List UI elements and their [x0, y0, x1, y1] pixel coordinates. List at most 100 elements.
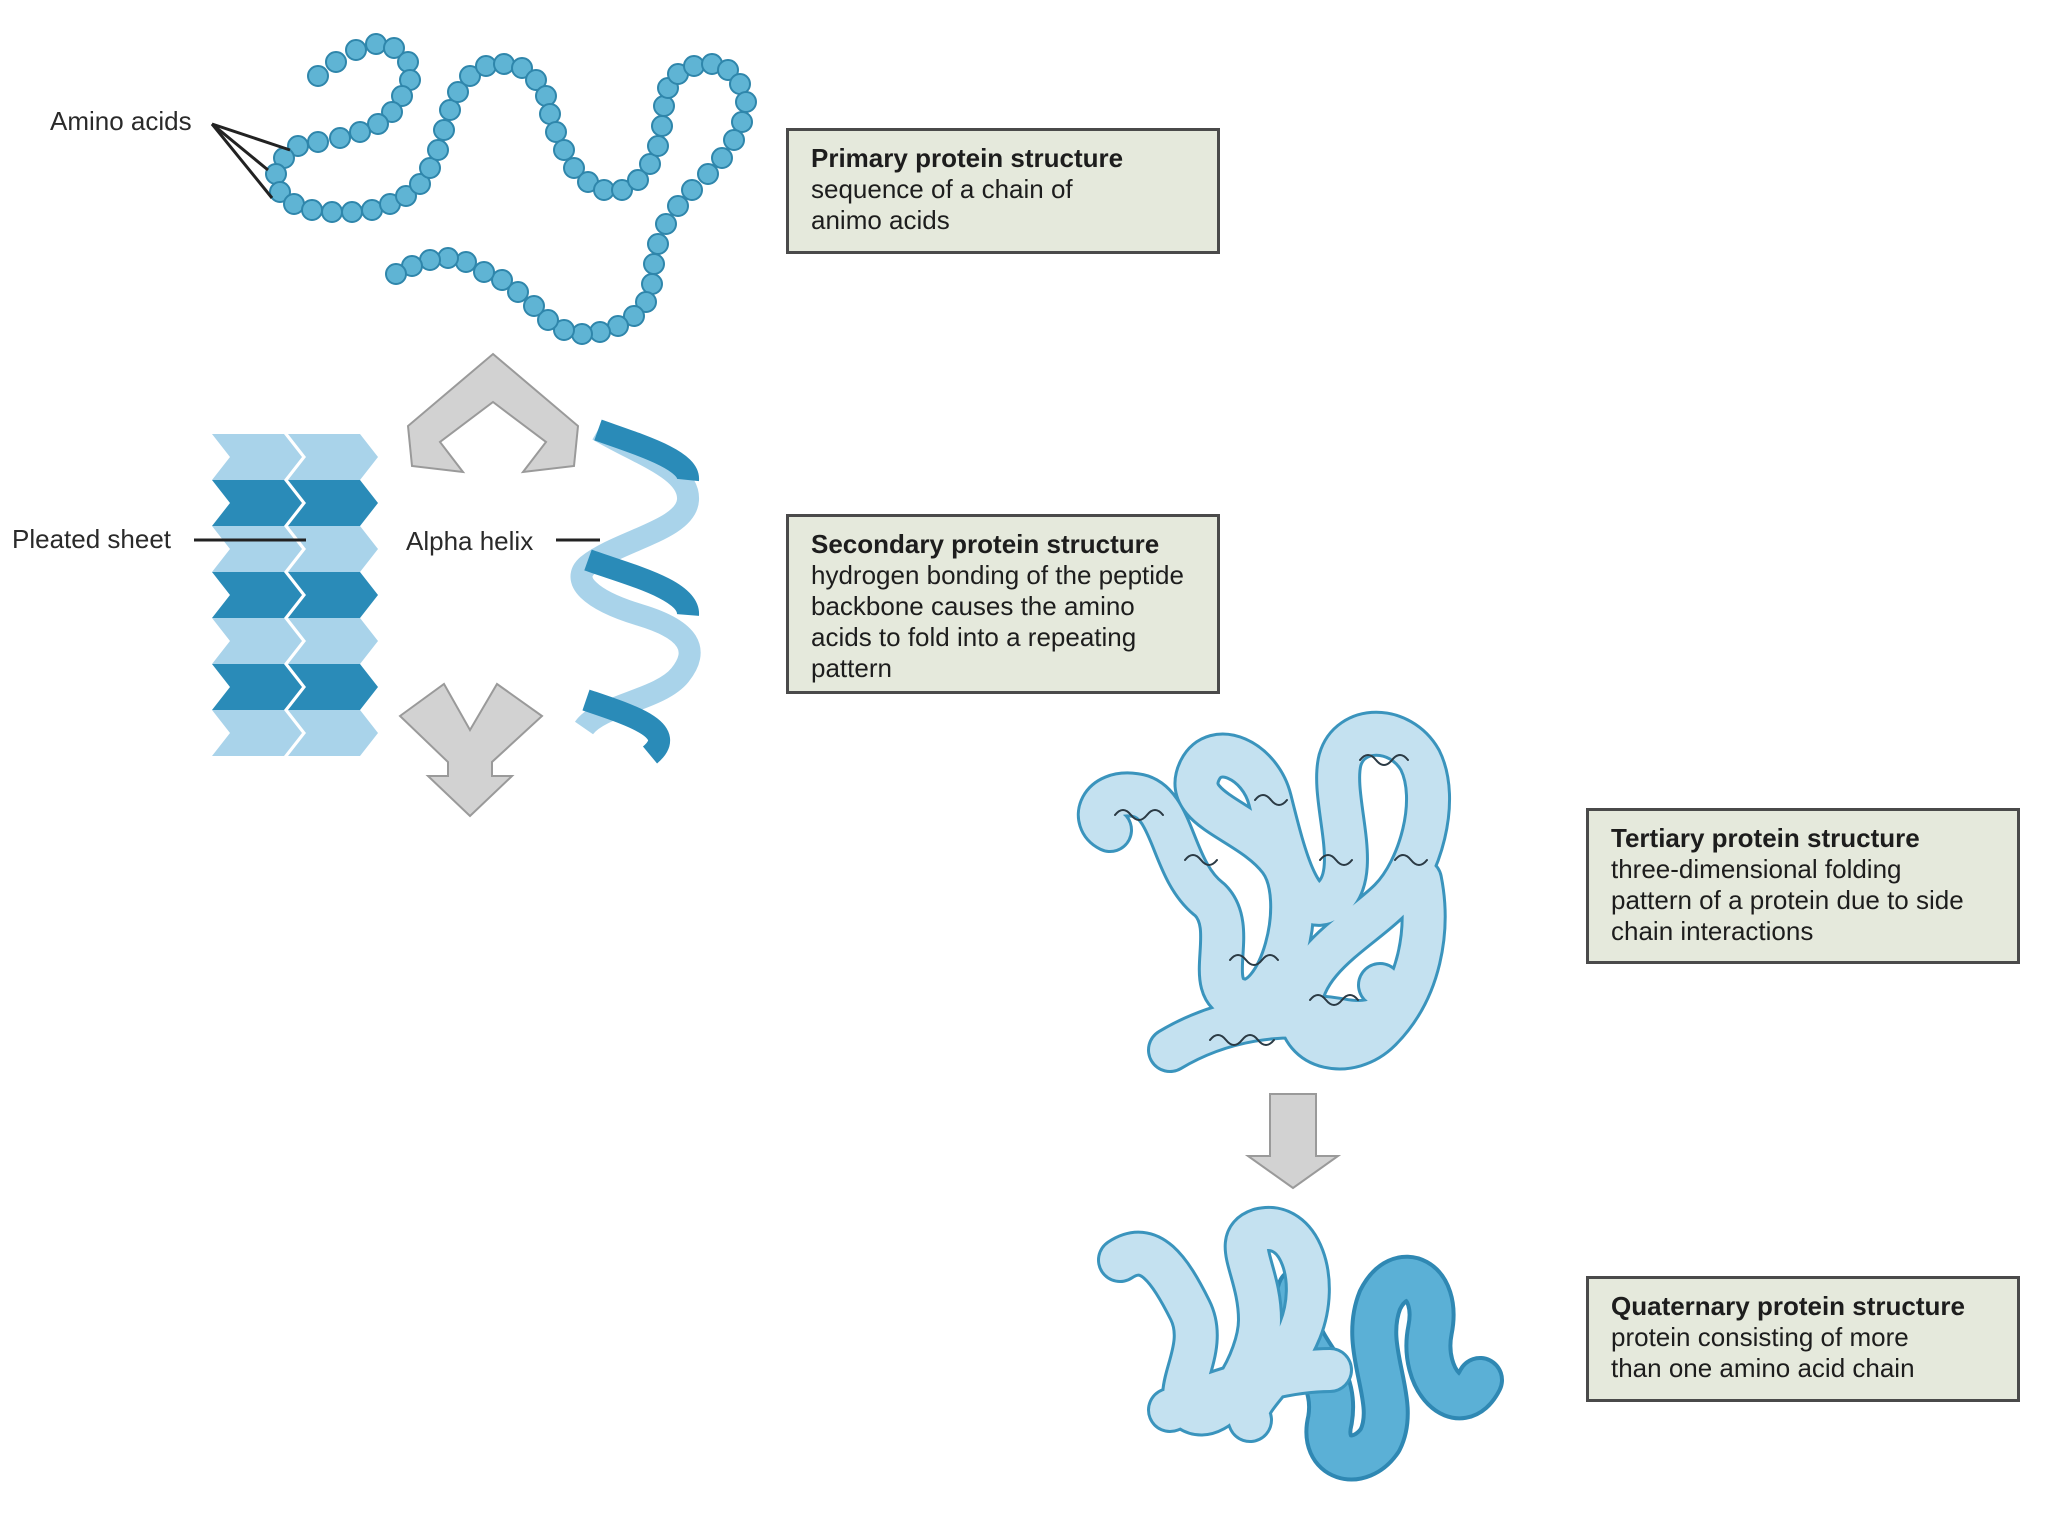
quaternary-structure-graphic	[1097, 1206, 1504, 1482]
pleated-sheet-segment	[212, 710, 302, 756]
pleated-sheet-segment	[288, 618, 378, 664]
amino-acid-bead	[627, 169, 649, 191]
amino-acid-bead	[571, 323, 593, 345]
amino-acid-bead	[383, 37, 405, 59]
amino-acid-bead	[307, 131, 329, 153]
pleated-sheet-segment	[212, 664, 302, 710]
amino-acid-bead	[537, 309, 559, 331]
amino-acid-bead	[301, 199, 323, 221]
amino-acid-bead	[545, 121, 567, 143]
amino-acids-pointer	[210, 122, 291, 199]
pleated-sheet-graphic	[212, 434, 378, 756]
amino-acid-bead	[385, 263, 407, 285]
pleated-sheet-label: Pleated sheet	[12, 524, 172, 554]
pleated-sheet-segment	[288, 572, 378, 618]
amino-acid-bead	[419, 157, 441, 179]
amino-acid-bead	[607, 315, 629, 337]
amino-acid-bead	[427, 139, 449, 161]
quaternary-structure-box: Quaternary protein structure protein con…	[1586, 1276, 2020, 1402]
tertiary-structure-graphic	[1076, 710, 1451, 1073]
amino-acid-bead	[651, 115, 673, 137]
amino-acid-bead	[397, 51, 419, 73]
amino-acid-bead	[455, 251, 477, 273]
down-arrow	[1244, 1093, 1342, 1190]
merge-arrow	[398, 682, 544, 818]
amino-acid-bead	[287, 135, 309, 157]
amino-acid-bead	[437, 247, 459, 269]
amino-acid-bead	[623, 305, 645, 327]
amino-acid-bead	[361, 199, 383, 221]
amino-acid-bead	[589, 321, 611, 343]
pleated-sheet-segment	[288, 526, 378, 572]
amino-acid-bead	[653, 95, 675, 117]
amino-acid-bead	[635, 291, 657, 313]
amino-acid-bead	[283, 193, 305, 215]
amino-acid-bead	[329, 127, 351, 149]
amino-acid-bead	[433, 119, 455, 141]
amino-acid-bead	[643, 253, 665, 275]
amino-acid-bead	[697, 163, 719, 185]
secondary-structure-description: hydrogen bonding of the peptide backbone…	[811, 560, 1184, 683]
amino-acid-bead	[723, 129, 745, 151]
amino-acid-bead	[475, 55, 497, 77]
amino-acid-chain	[265, 33, 757, 345]
amino-acid-bead	[641, 273, 663, 295]
amino-acid-bead	[735, 91, 757, 113]
amino-acid-bead	[717, 59, 739, 81]
amino-acid-bead	[639, 153, 661, 175]
amino-acid-bead	[345, 39, 367, 61]
amino-acid-bead	[307, 65, 329, 87]
amino-acid-bead	[611, 179, 633, 201]
pleated-sheet-segment	[212, 526, 302, 572]
amino-acid-bead	[349, 121, 371, 143]
amino-acid-bead	[683, 55, 705, 77]
amino-acid-bead	[647, 135, 669, 157]
amino-acid-bead	[553, 139, 575, 161]
amino-acid-bead	[265, 163, 287, 185]
split-arrow	[406, 352, 580, 474]
amino-acid-bead	[419, 249, 441, 271]
primary-structure-box: Primary protein structure sequence of a …	[786, 128, 1220, 254]
primary-structure-title: Primary protein structure	[811, 143, 1124, 173]
amino-acid-bead	[409, 173, 431, 195]
tertiary-structure-box: Tertiary protein structure three-dimensi…	[1586, 808, 2020, 964]
amino-acid-bead	[647, 233, 669, 255]
amino-acid-bead	[447, 81, 469, 103]
amino-acid-bead	[491, 269, 513, 291]
amino-acid-bead	[391, 85, 413, 107]
amino-acid-bead	[731, 111, 753, 133]
pleated-sheet-segment	[212, 434, 302, 480]
pleated-sheet-segment	[288, 434, 378, 480]
amino-acid-bead	[367, 113, 389, 135]
amino-acid-bead	[553, 319, 575, 341]
pleated-sheet-segment	[288, 480, 378, 526]
amino-acid-bead	[381, 101, 403, 123]
amino-acid-bead	[365, 33, 387, 55]
amino-acid-bead	[523, 295, 545, 317]
amino-acid-bead	[563, 157, 585, 179]
pleated-sheet-segment	[288, 664, 378, 710]
quaternary-structure-title: Quaternary protein structure	[1611, 1291, 1965, 1321]
alpha-helix-label: Alpha helix	[406, 526, 534, 556]
amino-acids-label: Amino acids	[50, 106, 192, 136]
secondary-structure-title: Secondary protein structure	[811, 529, 1160, 559]
amino-acid-bead	[655, 213, 677, 235]
quaternary-structure-description: protein consisting of more than one amin…	[1611, 1322, 1915, 1383]
tertiary-structure-description: three-dimensional folding pattern of a p…	[1611, 854, 1964, 946]
amino-acid-bead	[729, 73, 751, 95]
amino-acid-bead	[439, 99, 461, 121]
amino-acid-bead	[667, 195, 689, 217]
amino-acid-bead	[269, 181, 291, 203]
amino-acid-bead	[711, 147, 733, 169]
amino-acid-bead	[321, 201, 343, 223]
amino-acid-bead	[341, 201, 363, 223]
secondary-structure-box: Secondary protein structure hydrogen bon…	[786, 514, 1220, 694]
amino-acid-bead	[325, 51, 347, 73]
pleated-sheet-segment	[212, 572, 302, 618]
amino-acid-bead	[535, 85, 557, 107]
amino-acid-bead	[539, 103, 561, 125]
pleated-sheet-segment	[212, 618, 302, 664]
tertiary-structure-title: Tertiary protein structure	[1611, 823, 1920, 853]
amino-acid-bead	[507, 281, 529, 303]
